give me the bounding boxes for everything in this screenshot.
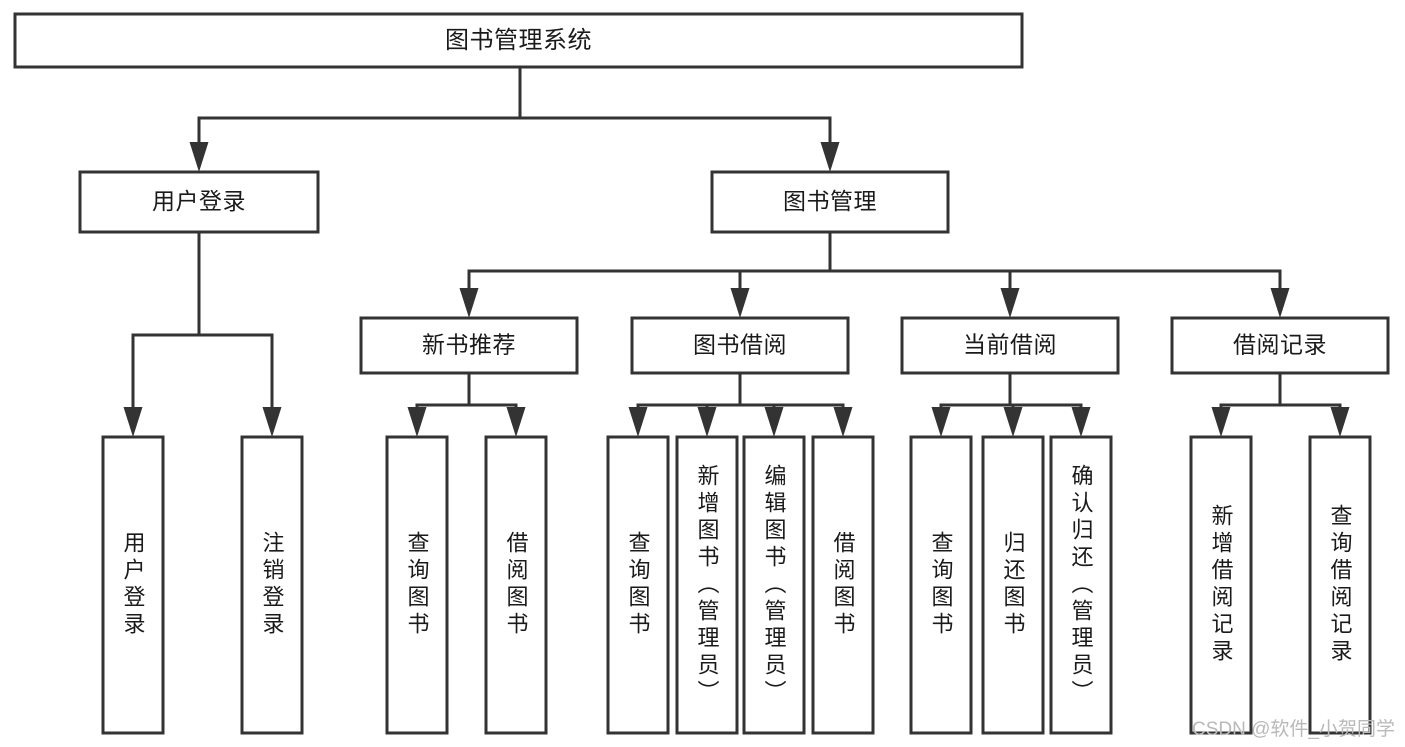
level3-node-book-borrow-box[interactable] xyxy=(630,316,850,375)
level2-node-user-login-label: 用户登录 xyxy=(152,188,246,214)
connector-current-borrow-to-leaves xyxy=(931,371,1091,437)
level3-node-borrow-record-label: 借阅记录 xyxy=(1233,332,1327,358)
arrow-head-icon xyxy=(1003,407,1023,437)
arrow-head-icon xyxy=(262,407,282,437)
leaf-node-leaf-query-borrow-record-box[interactable] xyxy=(1308,435,1372,735)
connector-new-book-recommend-to-leaves xyxy=(407,371,526,437)
level2-node-book-manage-box[interactable] xyxy=(710,170,950,234)
leaf-node-leaf-confirm-return-admin-box[interactable] xyxy=(1049,435,1113,735)
connectors-layer xyxy=(123,65,1350,437)
leaf-node-leaf-return-book-box[interactable] xyxy=(981,435,1045,735)
arrow-head-icon xyxy=(628,407,648,437)
connector-book-manage-to-level3 xyxy=(459,230,1290,318)
connector-book-borrow-to-leaves xyxy=(628,371,853,437)
arrow-head-icon xyxy=(1330,407,1350,437)
level3-node-new-book-recommend-label: 新书推荐 xyxy=(422,332,516,358)
leaf-node-leaf-query-book-rec-box[interactable] xyxy=(385,435,449,735)
arrow-head-icon xyxy=(697,407,717,437)
leaf-node-leaf-add-borrow-record-box[interactable] xyxy=(1189,435,1253,735)
arrow-head-icon xyxy=(1071,407,1091,437)
arrow-head-icon xyxy=(730,288,750,318)
connector-user-login-to-leaves xyxy=(123,230,282,437)
arrow-head-icon xyxy=(931,407,951,437)
leaf-node-leaf-logout-login-box[interactable] xyxy=(240,435,304,735)
root-node-box[interactable] xyxy=(13,12,1024,69)
connector-borrow-record-to-leaves xyxy=(1211,371,1350,437)
arrow-head-icon xyxy=(123,407,143,437)
level2-node-user-login-box[interactable] xyxy=(78,170,320,234)
arrow-head-icon xyxy=(1000,288,1020,318)
level2-node-book-manage-label: 图书管理 xyxy=(783,188,877,214)
arrow-head-icon xyxy=(407,407,427,437)
arrow-head-icon xyxy=(459,288,479,318)
watermark-text: CSDN @软件_小贺同学 xyxy=(1192,719,1395,740)
arrow-head-icon xyxy=(1270,288,1290,318)
leaf-node-leaf-user-login-box[interactable] xyxy=(101,435,165,735)
leaf-node-leaf-query-book-cur-box[interactable] xyxy=(909,435,973,735)
level3-node-book-borrow-label: 图书借阅 xyxy=(693,332,787,358)
level3-node-current-borrow-label: 当前借阅 xyxy=(963,332,1057,358)
arrow-head-icon xyxy=(833,407,853,437)
level3-node-borrow-record-box[interactable] xyxy=(1170,316,1390,375)
level3-node-new-book-recommend-box[interactable] xyxy=(359,316,579,375)
arrow-head-icon xyxy=(1211,407,1231,437)
leaf-node-leaf-borrow-book-bor-box[interactable] xyxy=(811,435,875,735)
arrow-head-icon xyxy=(820,142,840,172)
leaf-node-leaf-query-book-bor-box[interactable] xyxy=(606,435,670,735)
root-node-label: 图书管理系统 xyxy=(445,27,592,54)
arrow-head-icon xyxy=(764,407,784,437)
leaf-node-leaf-edit-book-admin-box[interactable] xyxy=(742,435,806,735)
level3-node-current-borrow-box[interactable] xyxy=(900,316,1120,375)
arrow-head-icon xyxy=(189,142,209,172)
boxes-layer xyxy=(13,12,1390,735)
leaf-node-leaf-borrow-book-rec-box[interactable] xyxy=(484,435,548,735)
leaf-node-leaf-add-book-admin-box[interactable] xyxy=(675,435,739,735)
arrow-head-icon xyxy=(506,407,526,437)
connector-root-to-level2 xyxy=(189,65,840,172)
